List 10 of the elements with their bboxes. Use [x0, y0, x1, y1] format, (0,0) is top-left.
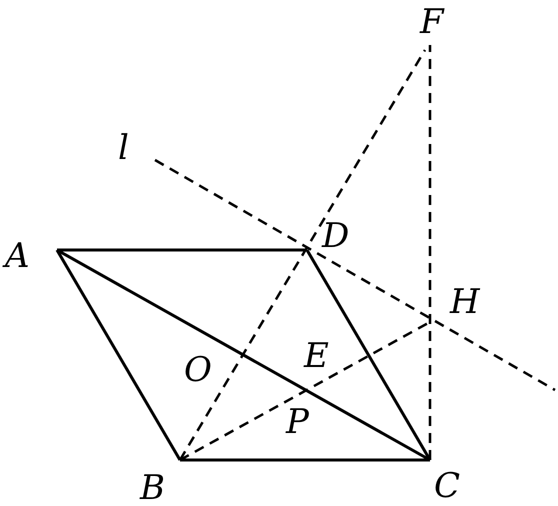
line-label: l	[118, 130, 129, 166]
point-label: F	[420, 4, 444, 40]
point-label: B	[140, 470, 165, 506]
point-label: O	[184, 352, 212, 388]
point-label: P	[286, 404, 309, 440]
point-label: C	[434, 468, 460, 504]
point-label: E	[304, 338, 329, 374]
point-label: A	[5, 238, 30, 274]
point-label: D	[322, 218, 350, 254]
point-label: H	[450, 284, 480, 320]
